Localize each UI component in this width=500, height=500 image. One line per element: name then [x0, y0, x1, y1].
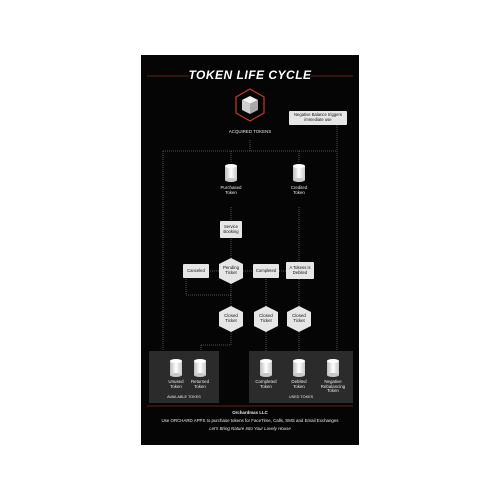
returned-token-icon — [194, 359, 206, 377]
tokens-debited-line2: Debited — [292, 269, 308, 275]
service-booking-line2: Booking — [223, 228, 239, 234]
unused-token-line1: Unused — [168, 379, 184, 384]
purchased-token-icon — [225, 164, 237, 182]
completed-box: Completed — [253, 264, 279, 278]
completed-token-line1: Completed — [255, 379, 277, 384]
closed-ticket-3-line2: Ticket — [293, 317, 305, 323]
debited-token-label: Debited Token — [283, 379, 315, 389]
debited-token-icon — [293, 359, 305, 377]
closed-ticket-label-2: Closed Ticket — [254, 313, 278, 323]
purchased-token-label-line1: Purchased — [220, 185, 242, 190]
negative-rebalancing-label: Negative Rebalancing Token — [315, 379, 351, 394]
used-tokens-label: USED TOKES — [288, 395, 314, 399]
negative-rebalancing-line3: Token — [327, 388, 339, 394]
completed-token-label: Completed Token — [250, 379, 282, 389]
unused-token-icon — [170, 359, 182, 377]
closed-ticket-hexagon-2 — [254, 306, 278, 332]
canceled-box: Canceled — [183, 264, 209, 278]
flow-connectors — [162, 116, 338, 351]
closed-ticket-hexagon-3 — [287, 306, 311, 332]
service-booking-box: Service Booking — [220, 221, 242, 238]
closed-ticket-label-1: Closed Ticket — [219, 313, 243, 323]
token-life-cycle-poster: TOKEN LIFE CYCLE ACQUIRED TOKENS Negativ… — [141, 55, 359, 445]
pending-ticket-hexagon — [219, 258, 243, 284]
pending-ticket-line2: Ticket — [225, 269, 237, 275]
credited-token-label: Credited Token — [283, 185, 315, 195]
closed-ticket-2-line2: Ticket — [260, 317, 272, 323]
pending-ticket-label: Pending Ticket — [219, 265, 243, 275]
credited-token-icon — [293, 164, 305, 182]
pending-ticket-line1: Pending — [222, 265, 240, 270]
negative-rebalancing-line2: Rebalancing — [320, 383, 346, 389]
returned-token-label: Returned Token — [186, 379, 214, 389]
purchased-token-label-line2: Token — [225, 189, 237, 195]
debited-token-line1: Debited — [291, 379, 307, 384]
acquired-tokens-label: ACQUIRED TOKENS — [228, 129, 272, 134]
unused-token-line2: Token — [170, 383, 182, 389]
unused-token-label: Unused Token — [162, 379, 190, 389]
tokens-debited-box: A Tokens is Debited — [286, 262, 314, 279]
credited-token-label-line2: Token — [293, 189, 305, 195]
closed-ticket-1-line2: Ticket — [225, 317, 237, 323]
closed-ticket-2-line1: Closed — [259, 313, 273, 318]
negative-rebalancing-line1: Negative — [324, 379, 342, 384]
closed-ticket-1-line1: Closed — [224, 313, 238, 318]
acquired-tokens-icon — [235, 88, 265, 122]
purchased-token-label: Purchased Token — [215, 185, 247, 195]
service-booking-line1: Service — [224, 223, 238, 229]
closed-ticket-label-3: Closed Ticket — [287, 313, 311, 323]
available-tokens-panel — [149, 351, 219, 403]
closed-ticket-hexagon-1 — [219, 306, 243, 332]
available-tokens-label: AVAILABLE TOKES — [167, 395, 201, 399]
diagram-title: TOKEN LIFE CYCLE — [188, 68, 312, 82]
completed-token-line2: Token — [260, 383, 272, 389]
footer-company: Orchardmax LLC — [232, 410, 268, 415]
flow-diagram — [147, 75, 353, 407]
negative-balance-note: Negative Balance triggers immediate use — [289, 111, 347, 125]
returned-token-line2: Token — [194, 383, 206, 389]
credited-token-label-line1: Credited — [290, 185, 308, 190]
negative-rebalancing-token-icon — [327, 359, 339, 377]
completed-token-icon — [260, 359, 272, 377]
footer-line: Use ORCHARD APPS to purchase tokens for … — [161, 418, 339, 423]
closed-ticket-3-line1: Closed — [292, 313, 306, 318]
footer-tagline: Let's Bring Nature Into Your Lovely Hous… — [209, 426, 291, 431]
returned-token-line1: Returned — [190, 379, 210, 384]
debited-token-line2: Token — [293, 383, 305, 389]
tokens-debited-line1: A Tokens is — [289, 264, 311, 270]
